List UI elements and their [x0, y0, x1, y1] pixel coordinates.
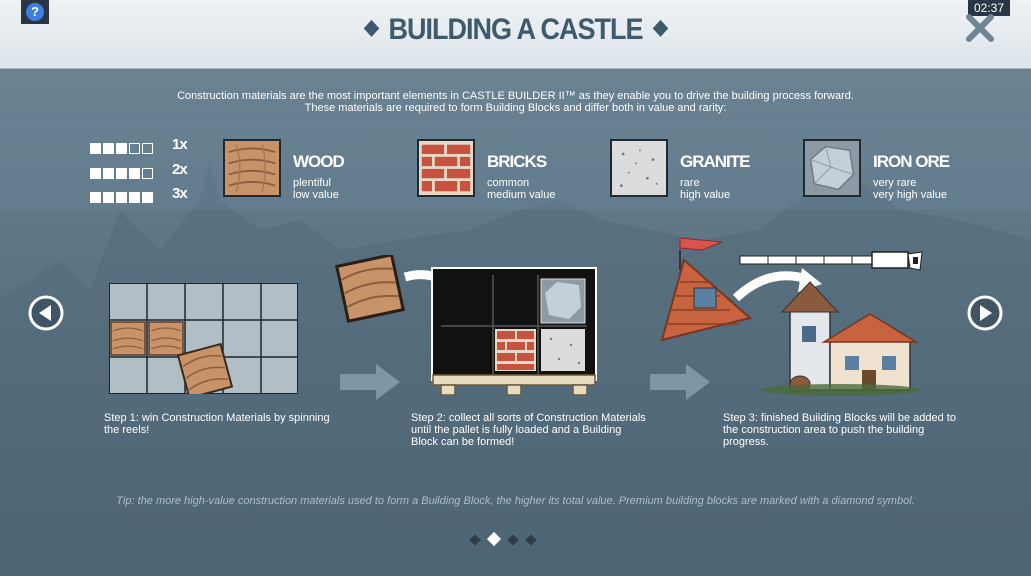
material-name: IRON ORE — [873, 152, 950, 171]
diamond-right-icon — [652, 20, 668, 38]
step-line: the reels! — [104, 424, 150, 436]
intro-text: Construction materials are the most impo… — [0, 90, 1031, 114]
granite-tile-icon — [610, 139, 668, 197]
flow-arrow-icon — [340, 364, 400, 400]
filled-square-icon — [103, 168, 114, 180]
wood-tile-icon — [223, 139, 281, 197]
bricks-tile-icon — [495, 329, 536, 371]
step-2-text: Step 2: collect all sorts of Constructio… — [411, 412, 646, 448]
filled-square-icon — [90, 168, 101, 180]
material-rarity: very rare — [873, 177, 917, 189]
next-page-button[interactable] — [967, 295, 1003, 331]
help-icon: ? — [26, 3, 44, 21]
filled-square-icon — [90, 143, 101, 155]
close-icon[interactable] — [964, 12, 996, 44]
arrow-left-icon — [39, 305, 51, 321]
filled-square-icon — [116, 143, 127, 155]
material-name: BRICKS — [487, 152, 547, 171]
tower-icon — [913, 257, 918, 264]
help-button[interactable]: ? — [21, 0, 49, 24]
step-line: Step 3: finished Building Blocks will be… — [723, 412, 956, 424]
multiplier-row-1x: 1x — [90, 136, 188, 158]
castle-building — [760, 281, 920, 396]
wood-tile-icon — [176, 342, 234, 394]
material-rarity: rare — [680, 177, 700, 189]
iron-ore-tile-icon — [540, 278, 586, 324]
step-line: Block can be formed! — [411, 436, 515, 448]
filled-square-icon — [103, 143, 114, 155]
iron-ore-tile-icon — [803, 139, 861, 197]
filled-square-icon — [129, 192, 140, 204]
bricks-tile-icon — [417, 139, 475, 197]
granite-tile-icon — [541, 329, 585, 371]
material-value: high value — [680, 189, 731, 201]
empty-square-icon — [142, 168, 153, 180]
wood-tile-icon — [148, 321, 184, 356]
material-rarity: plentiful — [293, 177, 331, 189]
multiplier-label: 1x — [172, 136, 188, 153]
wood-tile-icon — [110, 321, 146, 356]
step-line: Step 2: collect all sorts of Constructio… — [411, 412, 646, 424]
castle-building-illustration — [660, 237, 923, 396]
multiplier-row-3x: 3x — [90, 185, 188, 207]
filled-square-icon — [103, 192, 114, 204]
filled-square-icon — [90, 192, 101, 204]
filled-square-icon — [116, 168, 127, 180]
multiplier-label: 3x — [172, 185, 188, 202]
diamond-left-icon — [363, 20, 379, 38]
intro-line-2: These materials are required to form Bui… — [304, 102, 727, 114]
material-name: GRANITE — [680, 152, 750, 171]
page-dot-4[interactable] — [525, 534, 537, 546]
filled-square-icon — [116, 192, 127, 204]
page-title: BUILDING A CASTLE — [0, 12, 1031, 46]
filled-square-icon — [129, 168, 140, 180]
material-value: medium value — [487, 189, 556, 201]
multiplier-label: 2x — [172, 161, 188, 178]
building-progress-bar — [739, 251, 923, 271]
step-line: progress. — [723, 436, 769, 448]
clock-timer: 02:37 — [968, 0, 1010, 16]
filled-square-icon — [142, 192, 153, 204]
page-title-text: BUILDING A CASTLE — [388, 12, 644, 46]
flow-arrow-icon — [650, 364, 710, 400]
material-name: WOOD — [293, 152, 345, 171]
reels-grid-illustration — [109, 283, 298, 394]
step-3-text: Step 3: finished Building Blocks will be… — [723, 412, 956, 448]
page-dot-2-active[interactable] — [486, 531, 502, 547]
tip-text: Tip: the more high-value construction ma… — [116, 495, 915, 507]
step-line: until the pallet is fully loaded and a B… — [411, 424, 622, 436]
material-value: low value — [293, 189, 339, 201]
material-rarity: common — [487, 177, 530, 189]
intro-line-1: Construction materials are the most impo… — [177, 90, 854, 102]
arrow-right-icon — [980, 305, 992, 321]
page-dot-1[interactable] — [469, 534, 481, 546]
step-line: Step 1: win Construction Materials by sp… — [104, 412, 330, 424]
header-bar — [0, 0, 1031, 69]
step-line: the construction area to push the buildi… — [723, 424, 925, 436]
pallet-illustration — [431, 267, 597, 396]
wood-tile-icon — [335, 255, 405, 323]
empty-square-icon — [129, 143, 140, 155]
step-1-text: Step 1: win Construction Materials by sp… — [104, 412, 330, 436]
multiplier-row-2x: 2x — [90, 161, 188, 183]
roof-block-icon — [660, 237, 753, 342]
page-dot-3[interactable] — [507, 534, 519, 546]
material-value: very high value — [873, 189, 947, 201]
pagination-dots — [466, 531, 540, 549]
empty-square-icon — [142, 143, 153, 155]
prev-page-button[interactable] — [28, 295, 64, 331]
